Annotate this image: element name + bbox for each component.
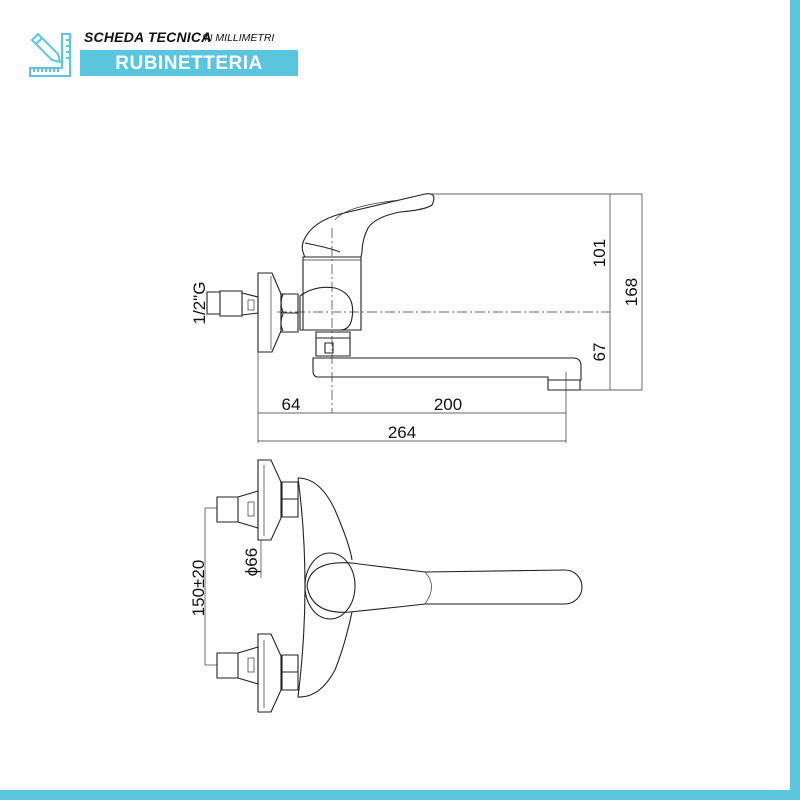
dim-168: 168 (622, 278, 641, 306)
category-banner: RUBINETTERIA (80, 50, 298, 76)
frame-border-right (790, 0, 800, 800)
sheet-title: SCHEDA TECNICA (84, 29, 212, 45)
dim-plate-diameter: ϕ66 (242, 548, 261, 576)
hex-nut-bottom (281, 654, 299, 691)
dim-150-centers: 150±20 (189, 560, 208, 617)
units-note: IN MILLIMETRI (202, 32, 275, 44)
wall-plate-bottom (257, 633, 282, 713)
lever-handle (301, 193, 435, 258)
dim-64: 64 (282, 395, 301, 414)
dim-264: 264 (388, 423, 416, 442)
pencil-ruler-icon (29, 32, 71, 77)
dim-67: 67 (590, 343, 609, 362)
wall-plate (257, 272, 282, 353)
front-lever-handle (306, 562, 583, 613)
side-view: 1/2"G 101 168 67 64 200 264 (190, 193, 643, 443)
dim-101: 101 (590, 239, 609, 267)
diverter (299, 286, 354, 331)
dim-200: 200 (434, 395, 462, 414)
spout-nut (315, 331, 351, 357)
inlet-connector-top (216, 490, 259, 529)
hex-nut (280, 293, 299, 333)
hex-nut-top (281, 481, 299, 518)
front-view: 150±20 ϕ66 (189, 459, 583, 713)
thread-size-label: 1/2"G (190, 282, 209, 325)
inlet-connector (206, 290, 259, 317)
mixer-body-front (297, 477, 353, 698)
handle-base (304, 552, 356, 620)
frame-border-bottom (0, 790, 800, 800)
aerator (547, 379, 581, 391)
mixer-body (302, 256, 362, 331)
spout (312, 357, 582, 381)
wall-plate-top (257, 459, 282, 541)
inlet-connector-bottom (216, 646, 259, 685)
